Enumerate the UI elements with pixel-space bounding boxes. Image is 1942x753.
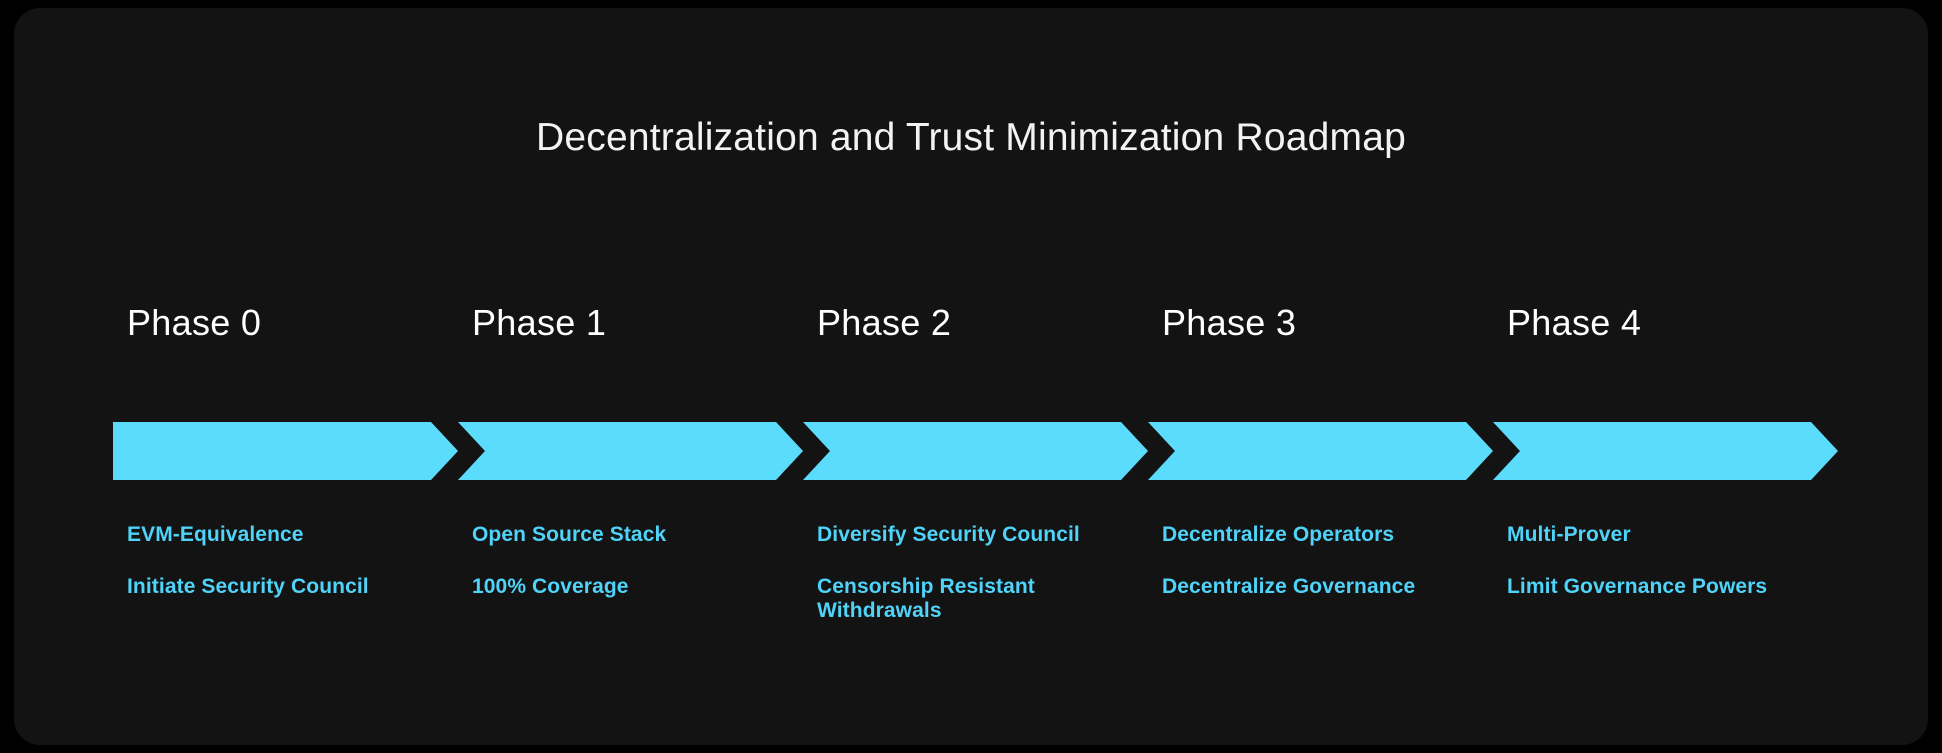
- phase-label-4: Phase 4: [1507, 302, 1642, 343]
- chevron-arrow-segment-3: [1148, 422, 1508, 480]
- phase-label-2: Phase 2: [817, 302, 952, 343]
- phase-items-0: EVM-Equivalence Initiate Security Counci…: [127, 523, 457, 599]
- phase-column-0: Phase 0 EVM-Equivalence Initiate Securit…: [113, 8, 458, 745]
- phase-item: Multi-Prover: [1507, 523, 1631, 546]
- phase-label-1: Phase 1: [472, 302, 607, 343]
- phase-item: Initiate Security Council: [127, 574, 369, 598]
- chevron-arrow-segment-2: [803, 422, 1163, 480]
- phase-item: Decentralize Operators: [1162, 523, 1395, 546]
- phase-item: Diversify Security Council: [817, 523, 1080, 546]
- phase-item: Open Source Stack: [472, 523, 667, 546]
- phase-column-4: Phase 4 Multi-Prover Limit Governance Po…: [1493, 8, 1838, 745]
- phase-items-4: Multi-Prover Limit Governance Powers: [1507, 523, 1837, 599]
- phase-track: Phase 0 EVM-Equivalence Initiate Securit…: [113, 8, 1853, 745]
- phase-item: Decentralize Governance: [1162, 574, 1416, 598]
- phase-item: 100% Coverage: [472, 574, 629, 598]
- phase-column-2: Phase 2 Diversify Security Council Censo…: [803, 8, 1148, 745]
- chevron-arrow-segment-0: [113, 422, 473, 480]
- phase-items-2: Diversify Security Council Censorship Re…: [817, 523, 1147, 624]
- phase-item: Limit Governance Powers: [1507, 574, 1768, 598]
- chevron-arrow-segment-1: [458, 422, 818, 480]
- roadmap-card: Decentralization and Trust Minimization …: [14, 8, 1928, 745]
- phase-item: EVM-Equivalence: [127, 523, 304, 546]
- phase-items-3: Decentralize Operators Decentralize Gove…: [1162, 523, 1492, 599]
- phase-item: Censorship Resistant Withdrawals: [817, 574, 1035, 623]
- phase-column-1: Phase 1 Open Source Stack 100% Coverage: [458, 8, 803, 745]
- phase-items-1: Open Source Stack 100% Coverage: [472, 523, 802, 599]
- page-title: Decentralization and Trust Minimization …: [536, 116, 1406, 159]
- phase-label-0: Phase 0: [127, 302, 262, 343]
- phase-column-3: Phase 3 Decentralize Operators Decentral…: [1148, 8, 1493, 745]
- chevron-arrow-segment-4: [1493, 422, 1853, 480]
- phase-label-3: Phase 3: [1162, 302, 1297, 343]
